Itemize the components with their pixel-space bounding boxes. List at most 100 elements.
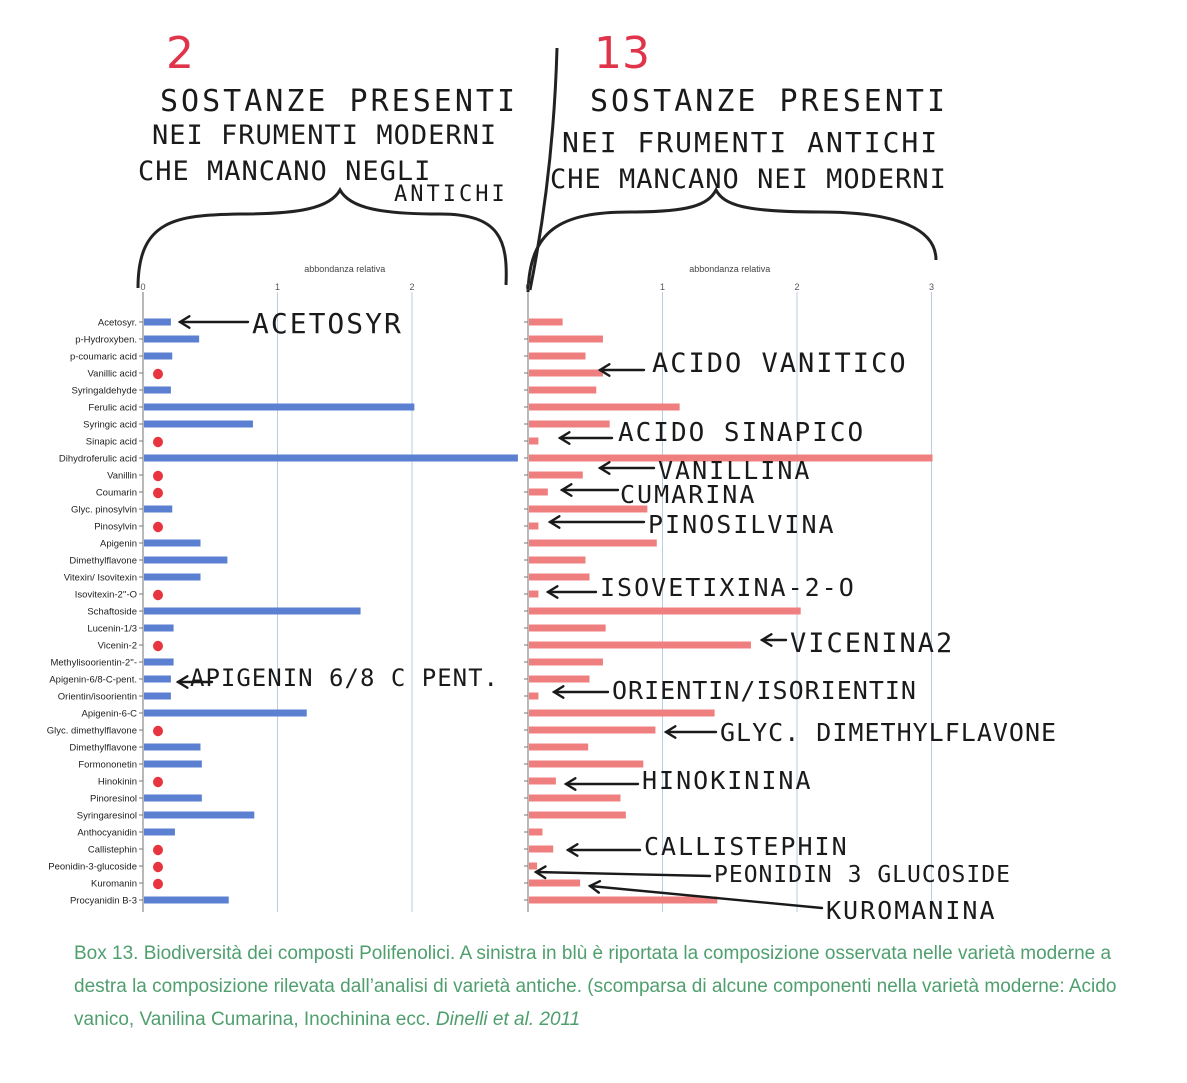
- caption-citation: Dinelli et al. 2011: [435, 1009, 581, 1030]
- annotation-right: GLYC. DIMETHYLFLAVONE: [720, 718, 1058, 747]
- modern-absent-dot: [153, 487, 163, 499]
- left-brace: [136, 186, 508, 289]
- left-heading-line: CHE MANCANO NEGLI: [138, 156, 432, 187]
- ancient-axis-label: abbondanza relativa: [689, 264, 770, 274]
- category-label: p-coumaric acid: [70, 352, 137, 363]
- modern-bar: [144, 556, 228, 564]
- left-heading-line: SOSTANZE PRESENTI: [160, 84, 519, 119]
- category-label: Vanillin: [107, 471, 137, 482]
- category-label: Kuromanin: [91, 879, 137, 890]
- annotation-right: CALLISTEPHIN: [644, 832, 849, 861]
- modern-bar: [144, 607, 361, 615]
- annotation-left: APIGENIN 6/8 C PENT.: [190, 664, 499, 692]
- category-label: Glyc. dimethylflavone: [47, 726, 137, 737]
- modern-absent-dot: [153, 470, 163, 482]
- ancient-bar: [529, 624, 606, 632]
- modern-bar: [144, 743, 201, 751]
- annotation-arrowhead: [597, 363, 611, 377]
- modern-absent-dot: [153, 725, 163, 737]
- ancient-bar: [529, 658, 603, 666]
- ancient-bar: [529, 505, 648, 513]
- category-label: Vicenin-2: [98, 641, 137, 652]
- ancient-bar: [529, 726, 656, 734]
- ancient-bar: [529, 709, 715, 717]
- left-heading-line: ANTICHI: [394, 182, 508, 207]
- ancient-bar: [529, 862, 538, 870]
- ancient-bar: [529, 352, 586, 360]
- ancient-bar: [529, 896, 718, 904]
- modern-tick-label: 1: [275, 282, 280, 292]
- category-label: Syringaldehyde: [72, 386, 138, 397]
- figure-caption: Box 13. Biodiversità dei composti Polife…: [74, 937, 1154, 1036]
- category-label: Sinapic acid: [86, 437, 137, 448]
- modern-absent-dot: [153, 776, 163, 788]
- modern-bar: [144, 420, 253, 428]
- modern-bar: [144, 760, 202, 768]
- ancient-bar: [529, 437, 539, 445]
- category-label: Ferulic acid: [88, 403, 137, 414]
- annotation-arrowhead: [663, 725, 677, 739]
- category-label: Lucenin-1/3: [87, 624, 137, 635]
- category-label: Schaftoside: [87, 607, 137, 618]
- modern-bar: [144, 454, 518, 462]
- divider-line: [528, 47, 559, 291]
- ancient-bar: [529, 420, 610, 428]
- modern-absent-dot: [153, 436, 163, 448]
- category-label: Procyanidin B-3: [70, 896, 137, 907]
- annotation-right: ACIDO VANITICO: [652, 348, 908, 379]
- modern-bar: [144, 896, 229, 904]
- ancient-bar: [529, 743, 589, 751]
- ancient-bar: [529, 845, 554, 853]
- annotation-right: VANILLINA: [658, 456, 812, 485]
- category-label: Hinokinin: [98, 777, 137, 788]
- modern-absent-dot: [153, 589, 163, 601]
- category-label: Dihydroferulic acid: [59, 454, 137, 465]
- annotation-arrowhead: [559, 483, 573, 497]
- modern-bar: [144, 505, 173, 513]
- annotation-arrowhead: [597, 461, 611, 475]
- annotation-arrowhead: [565, 843, 579, 857]
- ancient-bar: [529, 471, 583, 479]
- modern-absent-dot: [153, 640, 163, 652]
- modern-bar: [144, 573, 201, 581]
- annotation-right: PINOSILVINA: [648, 510, 836, 539]
- annotation-arrowhead: [545, 585, 559, 599]
- modern-bar: [144, 539, 201, 547]
- ancient-bar: [529, 590, 539, 598]
- modern-absent-dot: [153, 861, 163, 873]
- category-label: Apigenin: [100, 539, 137, 550]
- ancient-bar: [529, 879, 581, 887]
- ancient-tick-label: 2: [794, 282, 799, 292]
- modern-bar: [144, 709, 307, 717]
- modern-bar: [144, 403, 415, 411]
- right-heading-line: NEI FRUMENTI ANTICHI: [562, 126, 940, 159]
- annotation-arrow: [588, 884, 824, 910]
- ancient-tick-label: 1: [660, 282, 665, 292]
- modern-bar: [144, 811, 255, 819]
- modern-bar: [144, 352, 173, 360]
- annotation-right: ACIDO SINAPICO: [618, 418, 866, 448]
- category-label: Glyc. pinosylvin: [71, 505, 137, 516]
- modern-absent-dot: [153, 368, 163, 380]
- ancient-bar: [529, 811, 626, 819]
- ancient-bar: [529, 522, 539, 530]
- ancient-bar: [529, 641, 751, 649]
- ancient-bar: [529, 607, 801, 615]
- ancient-bar: [529, 539, 657, 547]
- annotation-arrowhead: [175, 675, 189, 689]
- modern-axis-label: abbondanza relativa: [304, 264, 385, 274]
- modern-bar: [144, 318, 171, 326]
- modern-bar: [144, 692, 171, 700]
- left-number: 2: [166, 28, 194, 79]
- annotation-arrowhead: [587, 879, 602, 894]
- right-brace: [526, 186, 938, 293]
- category-label: Syringic acid: [83, 420, 137, 431]
- category-label: Orientin/isoorientin: [58, 692, 137, 703]
- ancient-bar: [529, 760, 644, 768]
- ancient-bar: [529, 828, 543, 836]
- ancient-bar: [529, 556, 586, 564]
- modern-tick-label: 0: [140, 282, 145, 292]
- annotation-arrowhead: [547, 515, 561, 529]
